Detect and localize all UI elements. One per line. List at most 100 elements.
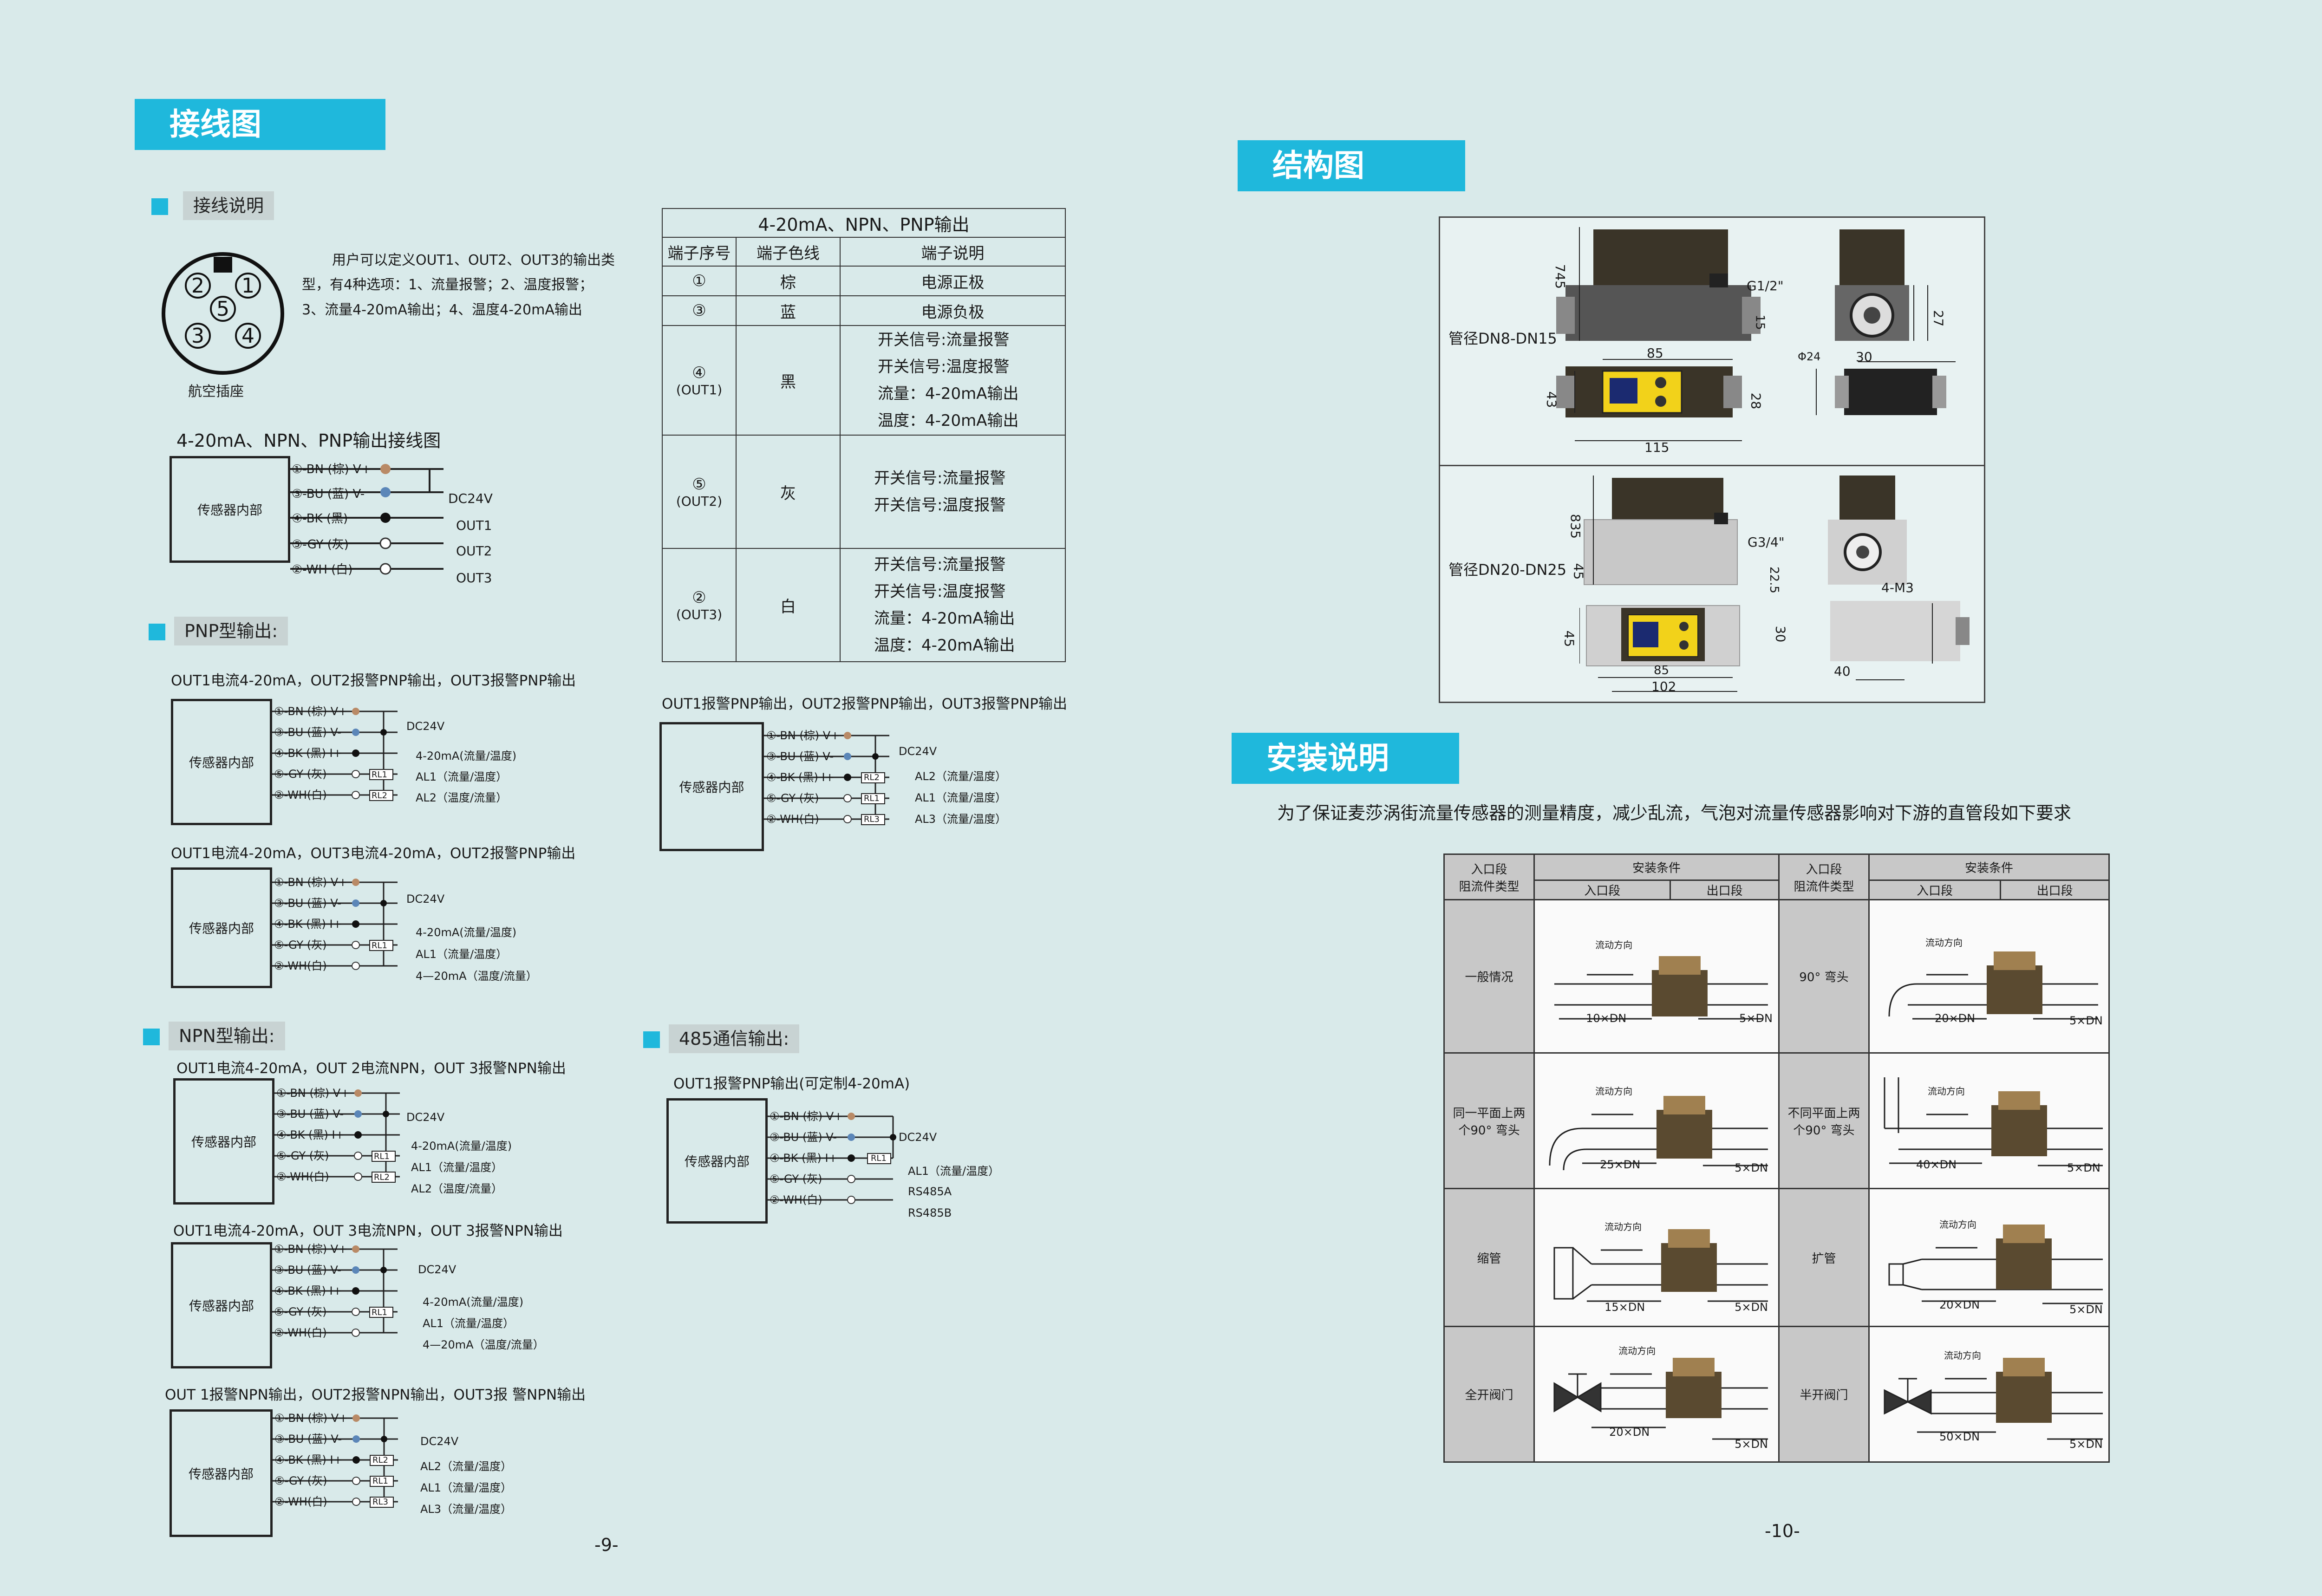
pic-general: 流动方向 10×DN 5×DN [1533,899,1780,1054]
npn-d1-relay-2: RL2 [374,1173,390,1182]
dim-225: 22.5 [1767,567,1781,593]
pic-reducer: 流动方向 15×DN 5×DN [1533,1188,1780,1327]
sensor-box-npn1: 传感器内部 [173,1078,274,1205]
dim-30: 30 [1856,349,1872,365]
npn-d1-out-3: AL1（流量/温度） [411,1161,503,1174]
row4-desc-2: 开关信号:温度报警 [874,496,1006,515]
npn-d1-w4: ⑤-GY (灰) [276,1149,329,1162]
row3-desc-2: 开关信号:温度报警 [878,358,1010,376]
flow-label-valve-half: 流动方向 [1944,1350,1982,1361]
dim-28: 28 [1748,392,1764,410]
flow-label-expander: 流动方向 [1939,1219,1977,1230]
row1-num: ① [662,266,737,296]
npn-d2-w3: ④-BK (黑) I+ [274,1284,342,1297]
row3-desc-4: 温度：4-20mA输出 [878,411,1019,430]
sensor-drawing-dn8 [1556,227,1956,441]
h-cond-right: 安装条件 [1868,853,2110,881]
pnp-d1-out-1: DC24V [406,720,445,733]
out-expander: 5×DN [2069,1303,2103,1316]
pnp-d3-relay-1: RL2 [864,773,880,782]
flow-label-elbow90: 流动方向 [1925,937,1963,948]
pnp-d2-out-3: AL1（流量/温度） [416,948,508,961]
npn-d2-relay-1: RL1 [372,1308,387,1317]
row4-desc-1: 开关信号:流量报警 [874,469,1006,488]
wiring-banner: 接线图 [135,99,385,150]
out-valve-half: 5×DN [2069,1438,2103,1451]
main-out-dc24v: DC24V [448,491,493,506]
bullet-square-icon [151,198,168,215]
out-reducer: 5×DN [1735,1301,1768,1314]
wiring-desc-heading: 接线说明 [151,191,430,220]
page-number-left: -9- [594,1535,619,1555]
sensor-box-485: 传感器内部 [666,1098,768,1224]
pnp-d1-out-3: AL1（流量/温度） [416,770,508,783]
in-expander: 20×DN [1939,1298,1980,1311]
dim-g12: G1/2" [1747,278,1784,293]
main-out-1: OUT1 [456,518,492,533]
pic-valve-half: 流动方向 50×DN 5×DN [1868,1326,2110,1463]
dim-102: 102 [1651,679,1676,694]
dim-g34: G3/4" [1748,534,1785,550]
npn-d1-out-2: 4-20mA(流量/温度) [411,1140,512,1153]
pnp-d3-title: OUT1报警PNP输出，OUT2报警PNP输出，OUT3报警PNP输出 [662,696,1067,712]
out-elbow90: 5×DN [2069,1014,2103,1027]
dim-40: 40 [1834,664,1851,679]
npn-d2-out-3: AL1（流量/温度） [423,1317,515,1330]
cond-reducer: 缩管 [1443,1188,1535,1327]
pin-5: 5 [216,297,229,321]
pnp-d3-out-2: AL2（流量/温度） [915,770,1007,783]
pnp-d2-w1: ①-BN (棕) V+ [274,876,348,889]
pnp-d2-w5: ②-WH(白) [274,959,327,972]
flow-label-valve-full: 流动方向 [1618,1345,1656,1356]
rs485-w1: ①-BN (棕) V+ [770,1110,843,1123]
row4-num: ⑤(OUT2) [662,435,737,549]
pnp-d2-lines [272,879,398,970]
pnp-d3-w1: ①-BN (棕) V+ [766,729,840,742]
npn-d1-w1: ①-BN (棕) V+ [276,1087,350,1100]
h-type-left-1: 入口段 [1471,862,1507,877]
h-type-right: 入口段阻流件类型 [1778,853,1870,900]
row1-desc: 电源正极 [840,266,1066,296]
pnp-d1-w5: ②-WH(白) [274,788,327,801]
rs485-relay-1: RL1 [871,1153,887,1163]
pnp-d1-lines [272,708,398,801]
h-type-left: 入口段阻流件类型 [1443,853,1535,900]
pic-expander: 流动方向 20×DN 5×DN [1868,1188,2110,1327]
cond-two-elbow-diff: 不同平面上两个90° 弯头 [1778,1052,1870,1189]
pnp-d2-relay-1: RL1 [372,941,387,951]
bullet-square-icon [149,624,165,640]
bullet-square-icon [143,1029,160,1045]
page-number-right: -10- [1765,1521,1800,1541]
npn-d2-out-4: 4—20mA（温度/流量） [423,1338,544,1351]
pnp-d1-title: OUT1电流4-20mA，OUT2报警PNP输出，OUT3报警PNP输出 [171,672,576,689]
main-wire-5: ②-WH (白) [292,563,353,577]
sensor-box-main: 传感器内部 [170,456,290,563]
in-elbow90: 20×DN [1935,1012,1976,1025]
npn-d1-w3: ④-BK (黑) I+ [276,1128,345,1141]
npn-d1-w5: ②-WH(白) [276,1170,329,1183]
th-terminal-desc: 端子说明 [840,237,1066,267]
row5-desc-3: 流量：4-20mA输出 [874,609,1015,628]
rs485-out-3: RS485A [908,1185,952,1198]
structure-label-dn20: 管径DN20-DN25 [1448,561,1567,579]
row4-color: 灰 [736,435,841,549]
npn-d2-out-2: 4-20mA(流量/温度) [423,1296,524,1309]
sensor-box-pnp2: 传感器内部 [171,867,272,988]
out-general: 5×DN [1739,1012,1773,1025]
structure-panel: 管径DN8-DN15 管径DN20-DN25 [1439,216,1985,703]
row5-desc-4: 温度：4-20mA输出 [874,636,1015,655]
npn-d3-out-3: AL1（流量/温度） [420,1481,512,1494]
in-general: 10×DN [1586,1012,1627,1025]
dim-45-a: 45 [1571,563,1586,580]
main-wire-3: ④-BK (黑) [292,512,348,526]
dim-835: 835 [1568,514,1584,539]
row1-color: 棕 [736,266,841,296]
row4-desc: 开关信号:流量报警开关信号:温度报警 [840,435,1066,549]
row3-num: ④(OUT1) [662,325,737,436]
dim-85-b: 85 [1654,664,1670,677]
wiring-desc-line-2: 型，有4种选项：1、流量报警；2、温度报警； [302,277,594,293]
sensor-box-pnp1: 传感器内部 [171,699,272,825]
bullet-square-icon [643,1031,660,1048]
pnp-d2-w4: ⑤-GY (灰) [274,938,327,951]
